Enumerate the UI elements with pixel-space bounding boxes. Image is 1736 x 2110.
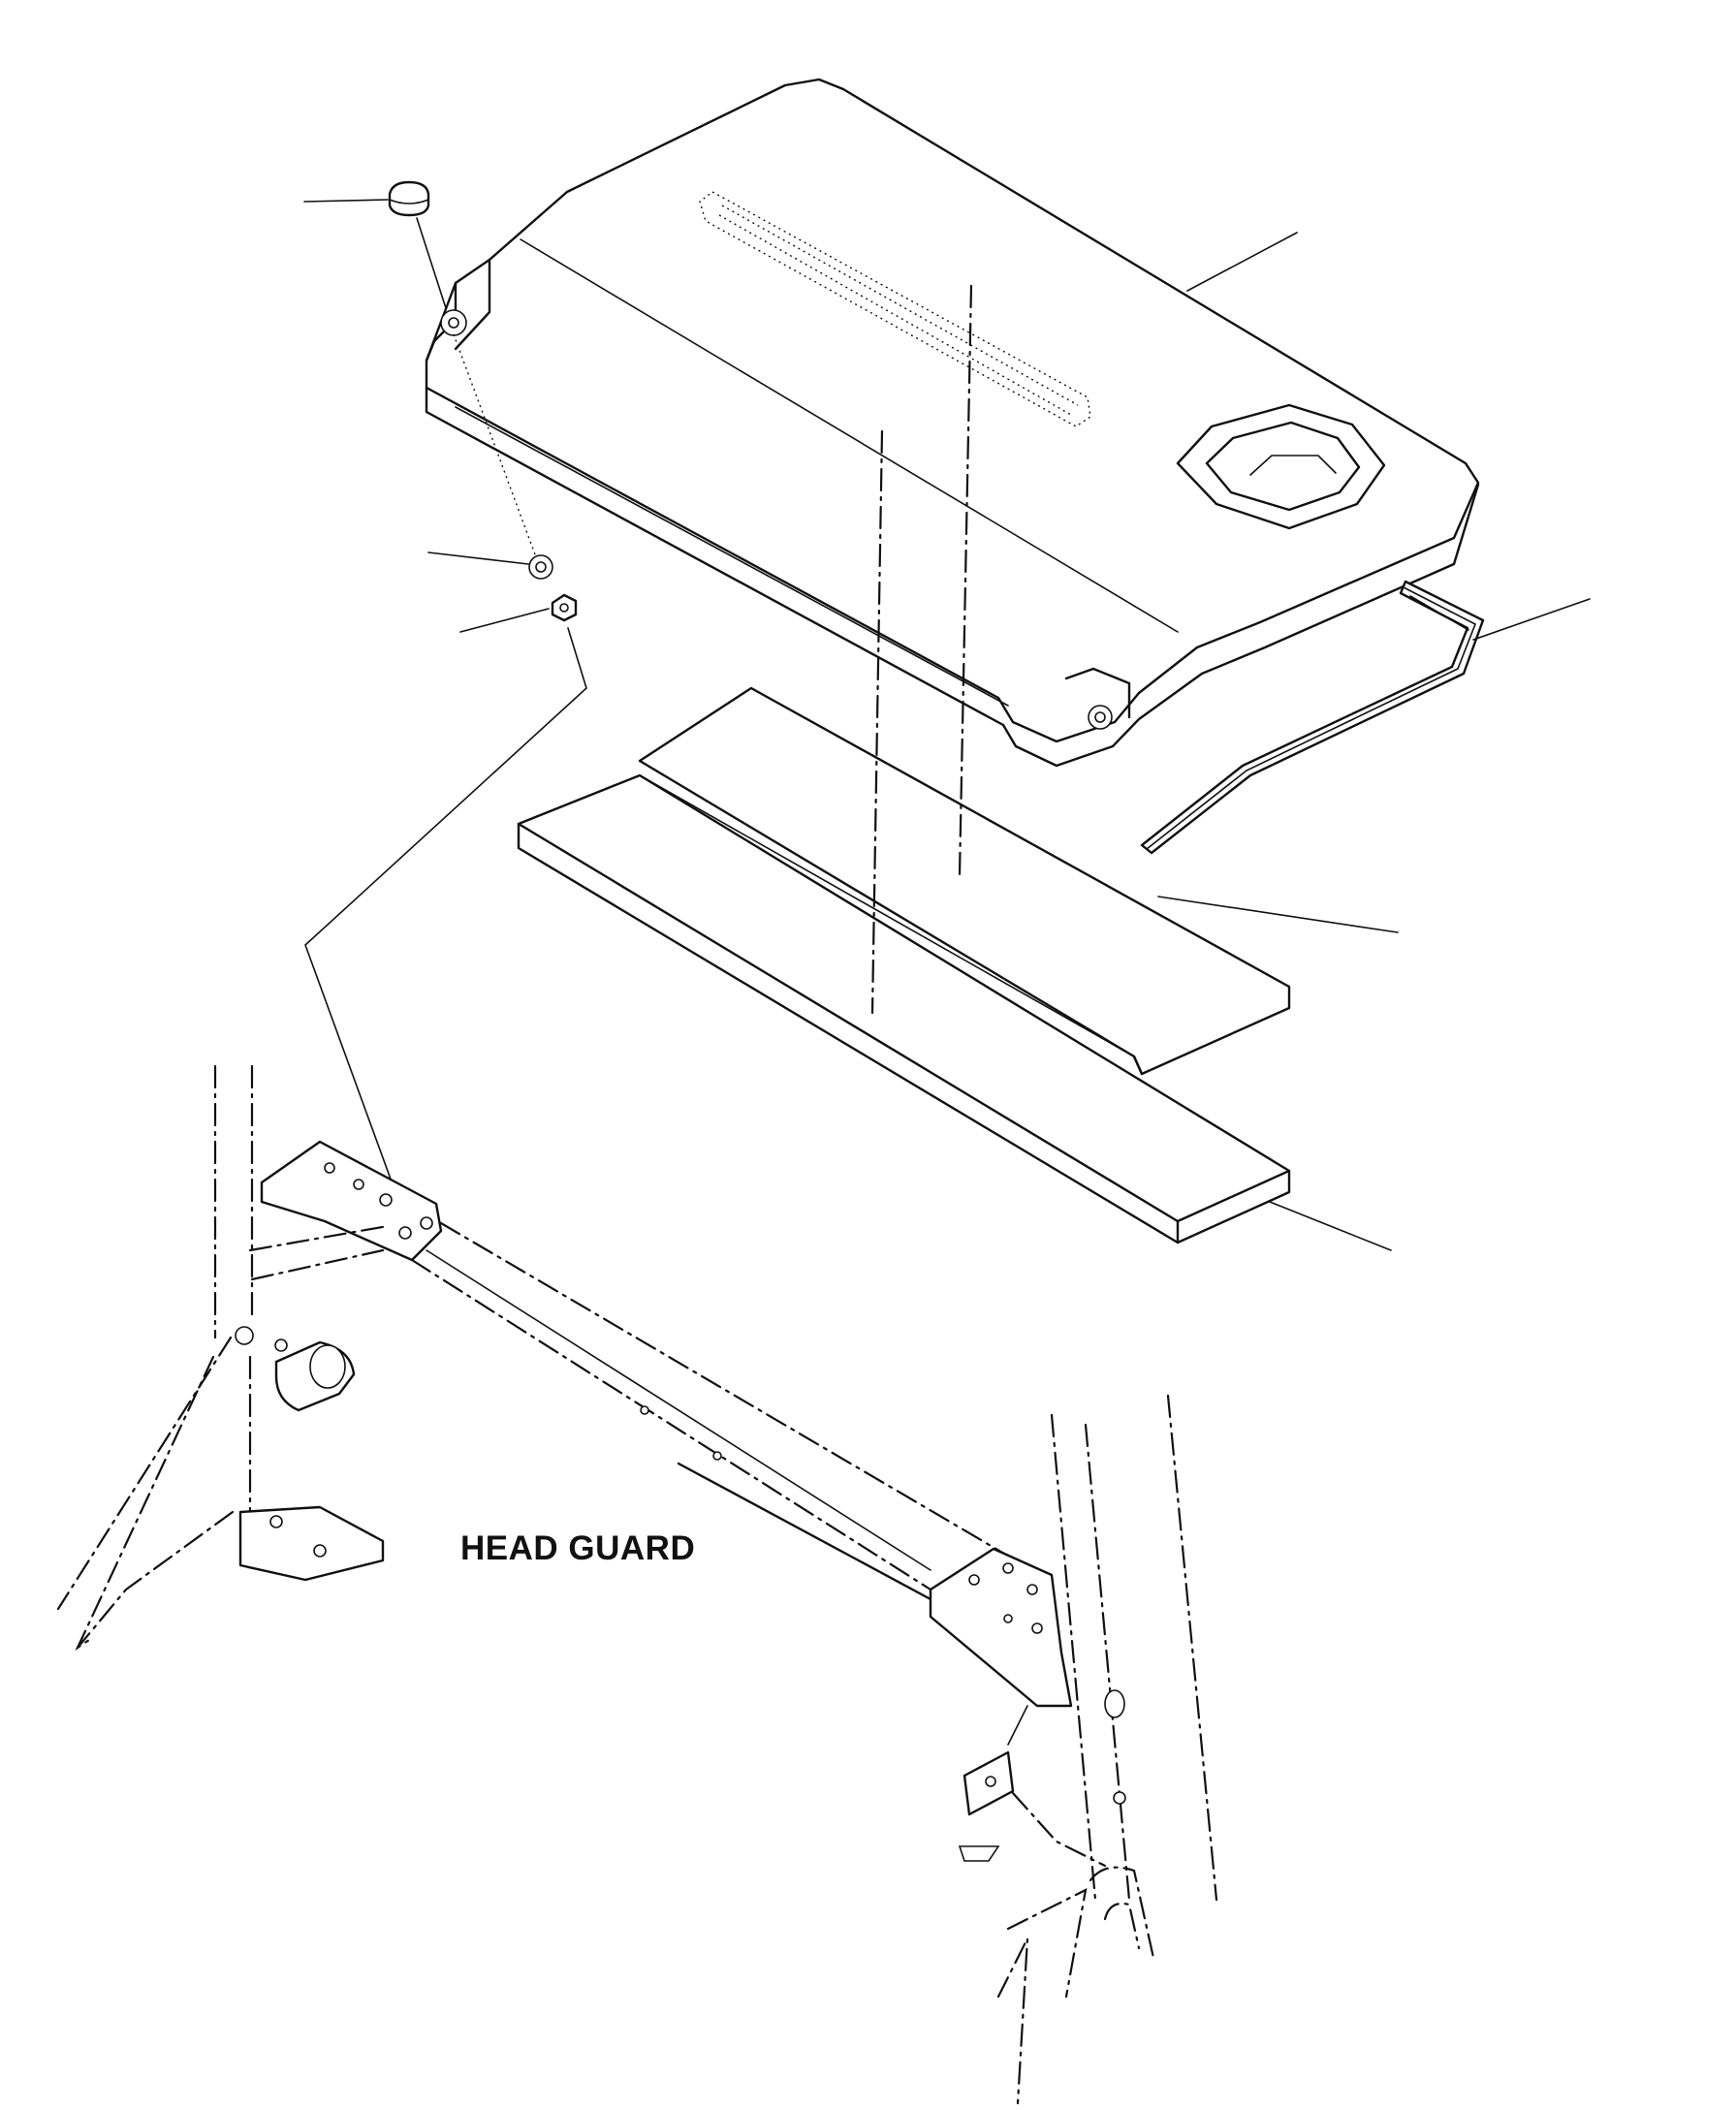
cap-bolt	[388, 180, 447, 309]
head-guard-frame	[56, 1064, 1218, 2105]
leader-roof-pad-lower	[1269, 1201, 1392, 1251]
leader-lines	[303, 199, 1591, 1251]
leader-roof-cover	[1186, 232, 1298, 292]
leader-washer	[427, 551, 529, 565]
roof-cover	[425, 78, 1480, 768]
leader-weather-strip	[1472, 598, 1591, 641]
diagram-caption: HEAD GUARD	[460, 1529, 696, 1567]
leader-roof-pad-upper	[1157, 896, 1399, 933]
roof-pad-lower	[517, 773, 1291, 1244]
leader-nut	[459, 608, 550, 633]
nut	[551, 593, 578, 622]
leader-cap-bolt	[303, 199, 389, 203]
weather-strip	[1140, 580, 1485, 855]
washer	[528, 554, 553, 580]
